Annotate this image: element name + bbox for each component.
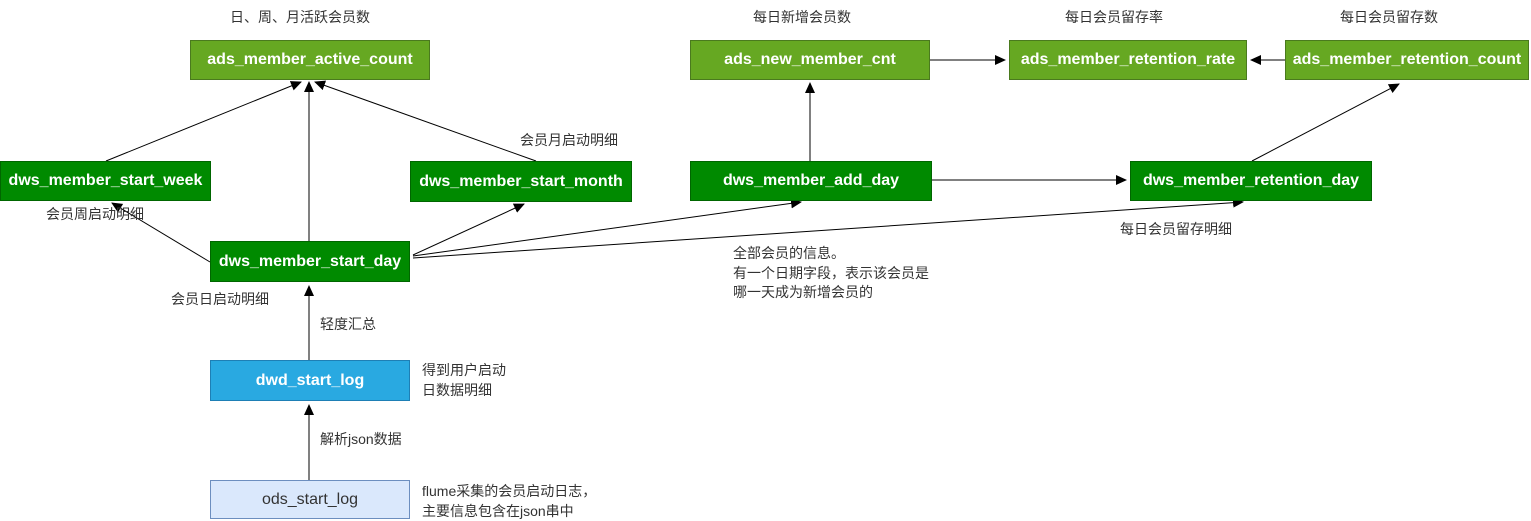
- node-dws-member-retention-day[interactable]: dws_member_retention_day: [1130, 161, 1372, 201]
- node-dwd-start-log[interactable]: dwd_start_log: [210, 360, 410, 401]
- node-ods-start-log[interactable]: ods_start_log: [210, 480, 410, 519]
- edge-start-day-to-start-week: [111, 202, 211, 263]
- caption-new-members: 每日新增会员数: [753, 9, 851, 25]
- note-dwd-description: 得到用户启动 日数据明细: [422, 362, 506, 398]
- node-dws-member-start-week[interactable]: dws_member_start_week: [0, 161, 211, 201]
- edge-start-day-to-start-month: [412, 203, 525, 256]
- node-ads-member-retention-count[interactable]: ads_member_retention_count: [1285, 40, 1529, 80]
- label-week-start-detail: 会员周启动明细: [46, 206, 144, 222]
- caption-retention-count: 每日会员留存数: [1340, 9, 1438, 25]
- label-retention-detail: 每日会员留存明细: [1120, 221, 1232, 237]
- caption-active-members: 日、周、月活跃会员数: [230, 9, 370, 25]
- label-parse-json: 解析json数据: [320, 431, 402, 447]
- edge-start-day-to-retention-day: [412, 197, 1244, 259]
- edge-start-day-to-add-day: [412, 198, 802, 257]
- node-dws-member-start-month[interactable]: dws_member_start_month: [410, 161, 632, 202]
- label-month-start-detail: 会员月启动明细: [520, 132, 618, 148]
- edge-start-week-to-active-count: [105, 81, 302, 162]
- node-ads-member-active-count[interactable]: ads_member_active_count: [190, 40, 430, 80]
- node-dws-member-start-day[interactable]: dws_member_start_day: [210, 241, 410, 282]
- node-ads-new-member-cnt[interactable]: ads_new_member_cnt: [690, 40, 930, 80]
- node-dws-member-add-day[interactable]: dws_member_add_day: [690, 161, 932, 201]
- edge-start-month-to-active-count: [314, 80, 537, 162]
- note-add-day-description: 全部会员的信息。 有一个日期字段，表示该会员是 哪一天成为新增会员的: [733, 245, 929, 301]
- caption-retention-rate: 每日会员留存率: [1065, 9, 1163, 25]
- note-ods-description: flume采集的会员启动日志， 主要信息包含在json串中: [422, 483, 597, 519]
- label-day-start-detail: 会员日启动明细: [171, 291, 269, 307]
- label-light-aggregation: 轻度汇总: [320, 316, 376, 332]
- node-ads-member-retention-rate[interactable]: ads_member_retention_rate: [1009, 40, 1247, 80]
- edge-retention-day-to-retention-count: [1251, 83, 1400, 162]
